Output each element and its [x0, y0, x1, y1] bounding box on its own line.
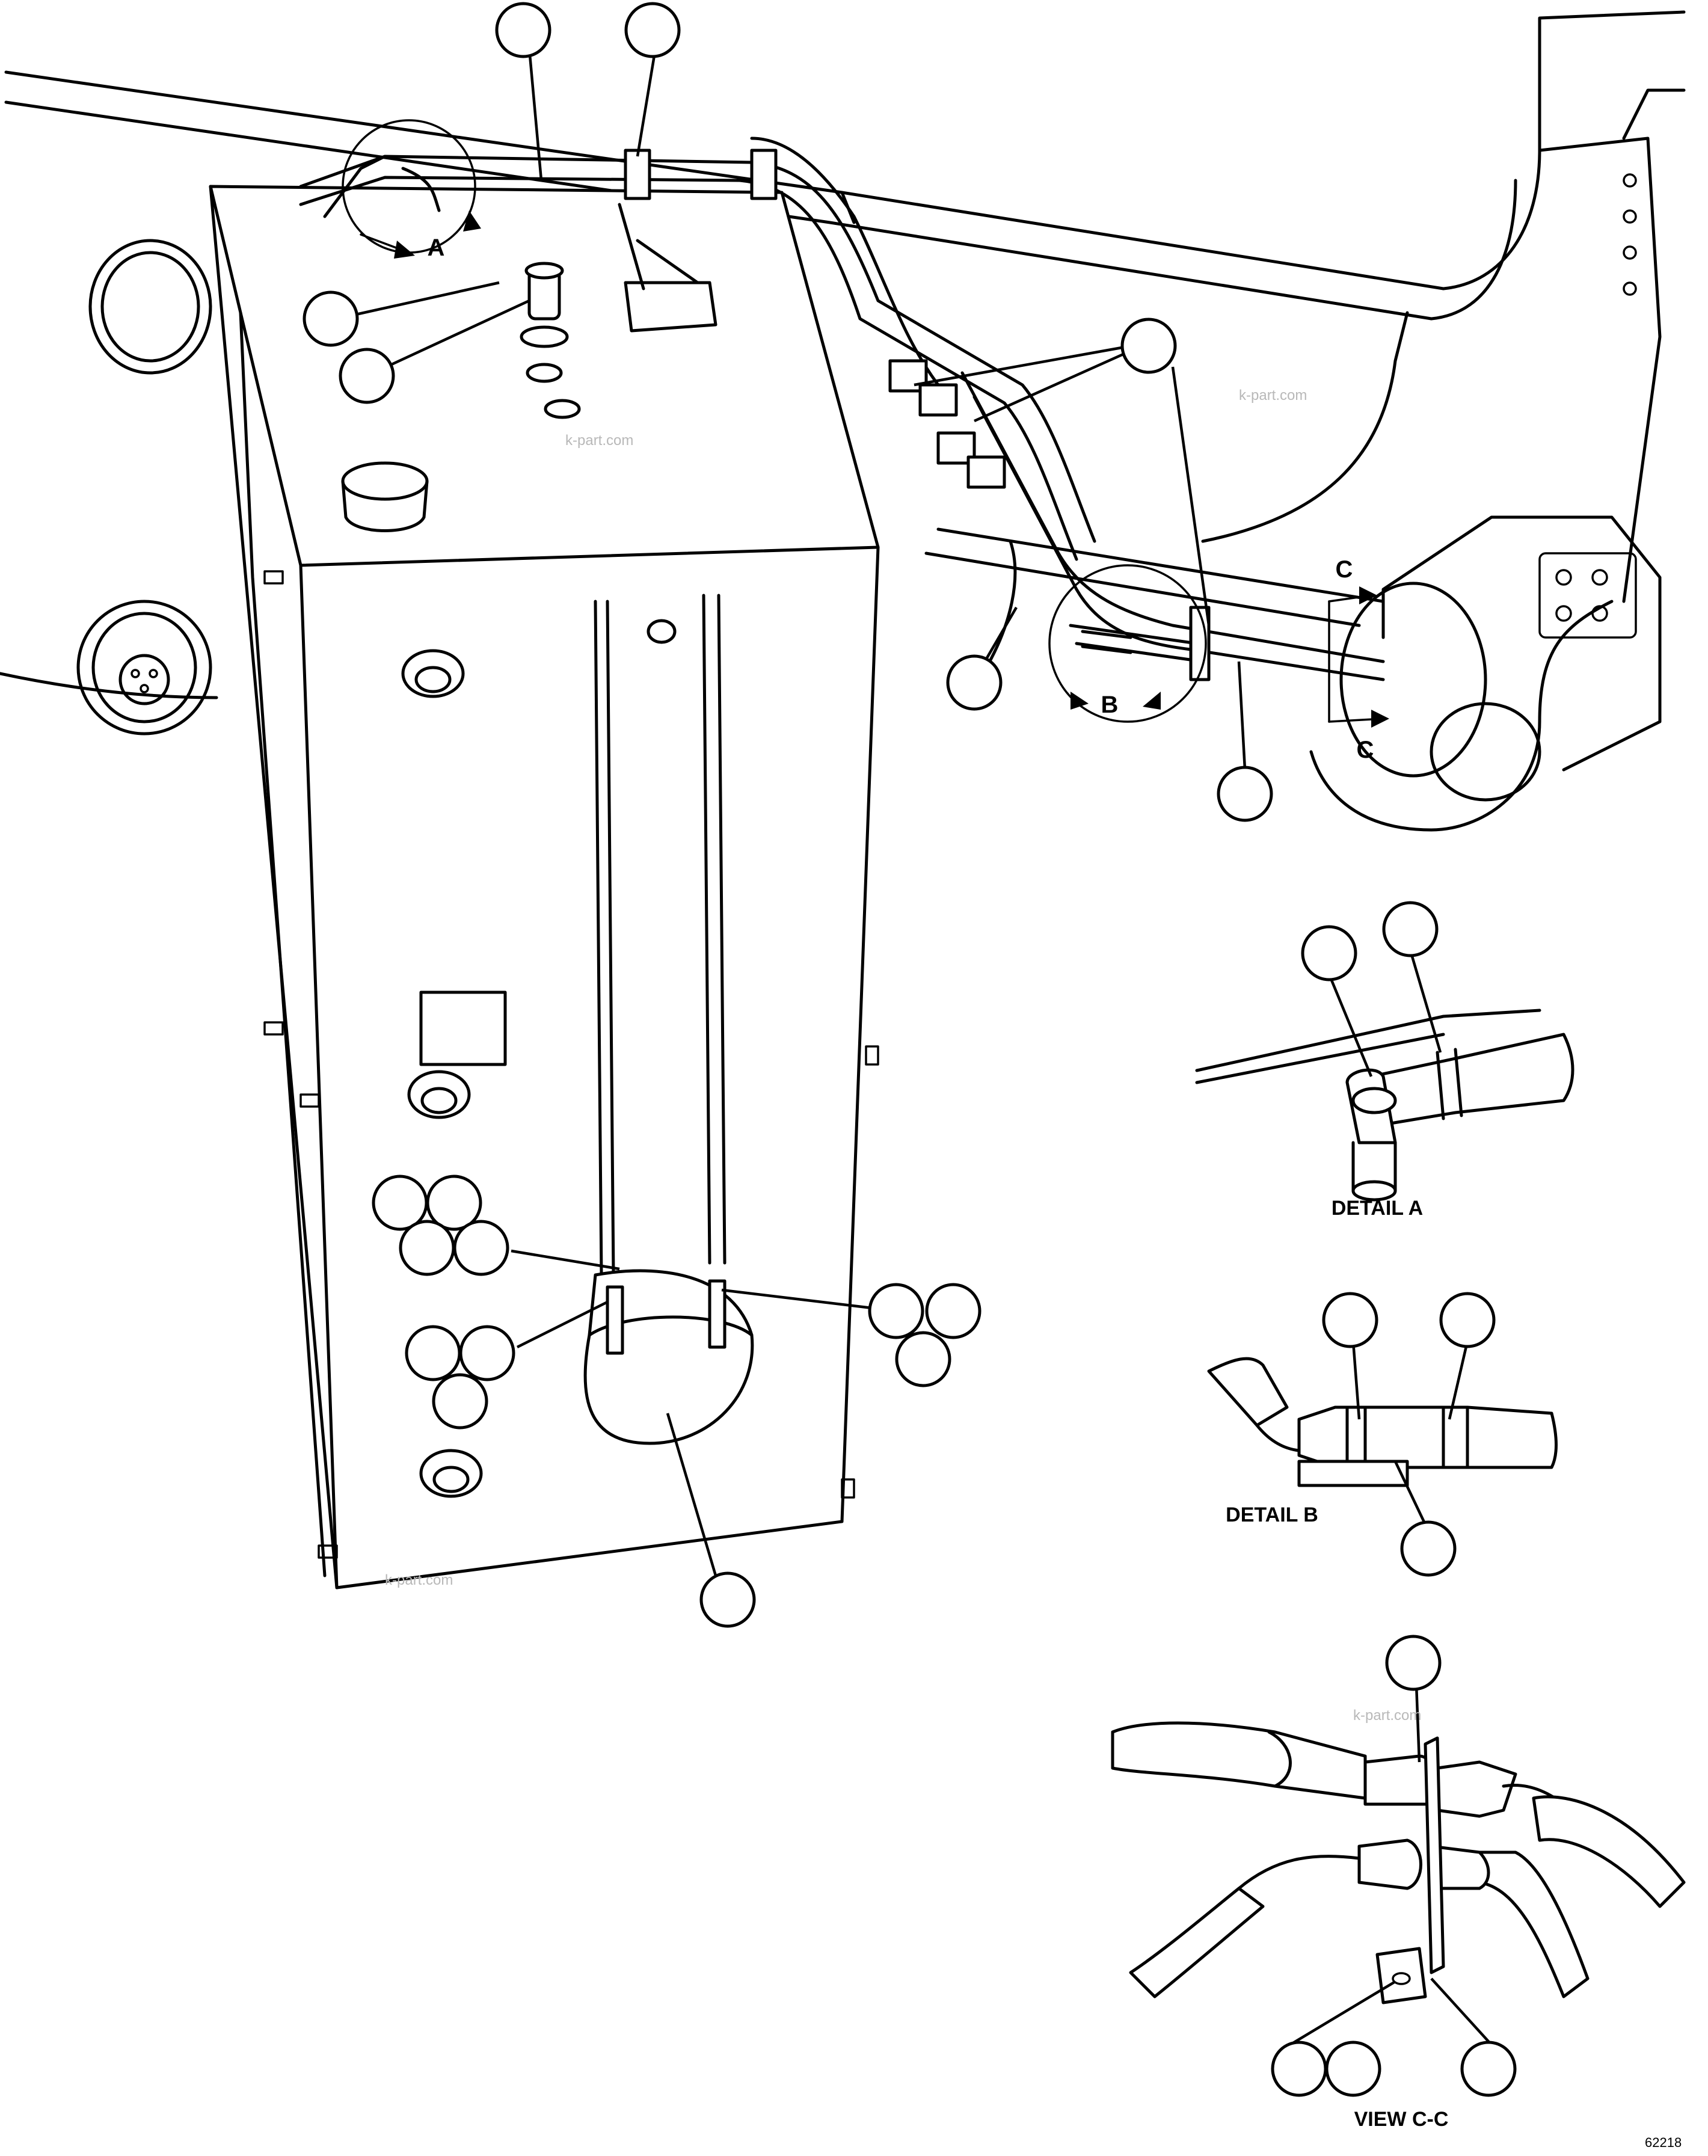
view-b-label: B [1101, 692, 1119, 718]
watermark-3: k-part.com [385, 1572, 453, 1588]
detail-a-caption: DETAIL A [1332, 1197, 1423, 1220]
hoses [299, 137, 1385, 681]
view-c-bottom-label: C [1357, 737, 1374, 763]
watermark-4: k-part.com [1353, 1707, 1421, 1724]
view-a-label: A [428, 235, 445, 261]
detail-a [1195, 901, 1574, 1202]
hydraulic-tank [209, 185, 880, 1589]
detail-b-marker [1048, 564, 1207, 723]
view-c-top-label: C [1336, 556, 1353, 583]
figure-number: 62218 [1645, 2135, 1682, 2150]
detail-b [1207, 1292, 1558, 1577]
callouts-main [303, 2, 1273, 1628]
detail-a-marker [323, 119, 476, 254]
watermark-1: k-part.com [1239, 387, 1307, 404]
view-cc-caption: VIEW C-C [1354, 2108, 1449, 2131]
side-drum [76, 239, 212, 736]
view-cc [1111, 1635, 1686, 2097]
chassis-frame [0, 10, 1686, 832]
detail-b-caption: DETAIL B [1226, 1503, 1318, 1526]
watermark-2: k-part.com [565, 432, 633, 449]
view-arrows [360, 210, 1389, 728]
